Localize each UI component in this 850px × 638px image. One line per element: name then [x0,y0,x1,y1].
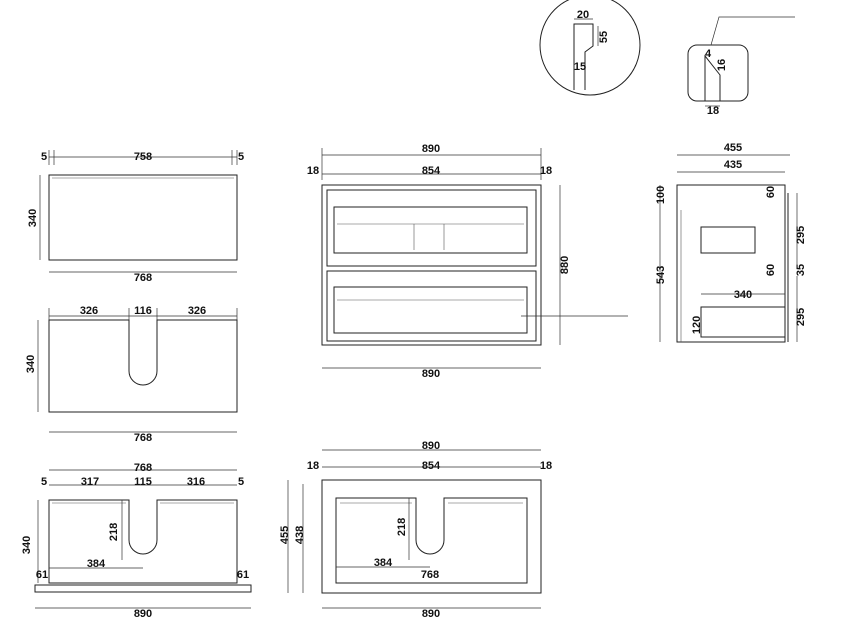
dim-cutout: 116 [134,305,152,317]
dim-offset: 384 [374,557,393,569]
dim-bottom-width: 890 [422,368,440,380]
dim-right: 316 [187,476,205,488]
dim-thickness: 15 [574,61,586,73]
dim-drawer-inner: 120 [691,316,703,334]
dim-right-edge: 5 [238,476,244,488]
dim-top-rail: 100 [655,186,667,204]
dim-cutout: 115 [134,476,152,488]
front-section: 890 18 854 18 455 438 218 384 768 890 [279,440,552,620]
dim-offset: 384 [87,558,106,570]
dim-left-panel: 18 [307,460,319,472]
dim-height: 543 [655,266,667,284]
dim-left-edge: 5 [41,476,47,488]
dim-right: 326 [188,305,206,317]
dim-overall: 768 [134,272,152,284]
dim-depth: 340 [25,355,37,373]
cutout-view: 326 116 326 340 768 [25,305,238,444]
dim-overall: 890 [422,143,440,155]
dim-overall-top: 768 [134,462,152,474]
dim-mid-rail: 35 [795,264,807,276]
dim-depth-outer: 455 [724,142,742,154]
dim-width: 20 [577,9,589,21]
dim-right-panel: 18 [540,460,552,472]
dim-width: 758 [134,151,152,163]
dim-depth-inner: 438 [294,526,306,544]
dim-depth: 340 [27,209,39,227]
dim-gap-top: 60 [765,186,777,198]
dim-bottom-width: 890 [422,608,440,620]
side-view: 455 435 100 543 60 295 60 35 340 120 295 [655,142,807,343]
dim-overall: 890 [422,440,440,452]
dim-left: 326 [80,305,98,317]
dim-chamfer: 4 [705,48,712,60]
dim-depth-inner: 435 [724,159,742,171]
dim-right-overhang: 61 [237,569,249,581]
dim-height: 55 [598,31,610,43]
dim-thickness: 18 [707,105,719,117]
detail-circle: 20 55 15 [539,0,641,96]
dim-gap-mid: 60 [765,264,777,276]
dim-drawer-depth: 340 [734,289,752,301]
dim-left: 317 [81,476,99,488]
dim-drawer-top: 295 [795,226,807,244]
front-view: 890 18 854 18 880 890 [307,143,628,380]
dim-drawer-bottom: 295 [795,308,807,326]
dim-height: 880 [559,256,571,274]
dim-depth-outer: 455 [279,526,291,544]
dim-inner-width: 768 [421,569,439,581]
dim-left-panel: 18 [307,165,319,177]
dim-inner: 854 [422,165,441,177]
top-view: 5 758 5 340 768 [27,150,244,284]
dim-overall: 768 [134,432,152,444]
basin-view: 768 5 317 115 316 5 340 218 384 61 61 89… [21,462,252,620]
detail-box: 4 16 18 [687,16,795,117]
dim-cut-depth: 218 [396,518,408,536]
dim-bevel: 16 [716,59,728,71]
dim-base-width: 890 [134,608,152,620]
dim-left-overhang: 61 [36,569,48,581]
dim-depth: 340 [21,536,33,554]
dim-inner: 854 [422,460,441,472]
dim-left-edge: 5 [41,151,47,163]
dim-right-panel: 18 [540,165,552,177]
dim-cut-depth: 218 [108,523,120,541]
dim-right-edge: 5 [238,151,244,163]
